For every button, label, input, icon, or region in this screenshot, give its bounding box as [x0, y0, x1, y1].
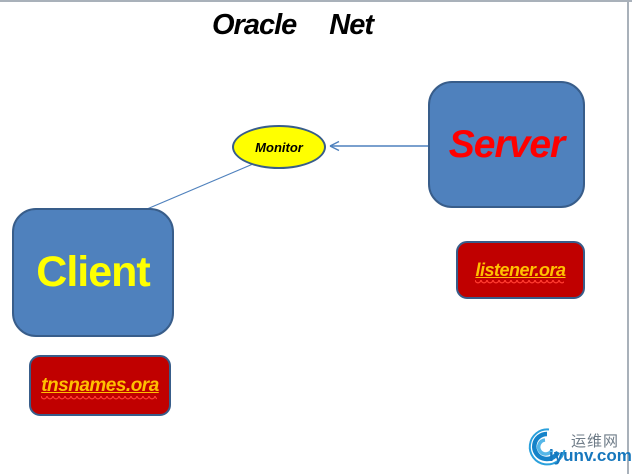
slide-title-word1: Oracle	[212, 9, 297, 41]
watermark-site-name: 运维网	[571, 433, 620, 450]
server-label: Server	[448, 122, 565, 166]
tnsnames-file-node: tnsnames.ora	[29, 355, 171, 416]
iyunv-watermark: 运维网 iyunv.com	[523, 425, 632, 471]
slide-title: Oracle Net	[212, 9, 374, 42]
tnsnames-file-label: tnsnames.ora	[41, 374, 159, 400]
listener-file-node: listener.ora	[456, 241, 585, 299]
right-border-line	[627, 0, 629, 474]
listener-file-label: listener.ora	[475, 259, 566, 284]
slide-title-word2: Net	[329, 9, 374, 41]
arrowhead-icon	[329, 140, 340, 152]
watermark-site-domain: iyunv.com	[549, 446, 632, 465]
iyunv-logo-icon	[528, 428, 566, 466]
client-monitor-connector	[146, 163, 254, 210]
monitor-label: Monitor	[255, 139, 303, 155]
server-node: Server	[428, 81, 585, 208]
client-label: Client	[36, 248, 150, 296]
monitor-node: Monitor	[232, 125, 326, 169]
client-node: Client	[12, 208, 174, 337]
top-border-line	[0, 0, 632, 2]
